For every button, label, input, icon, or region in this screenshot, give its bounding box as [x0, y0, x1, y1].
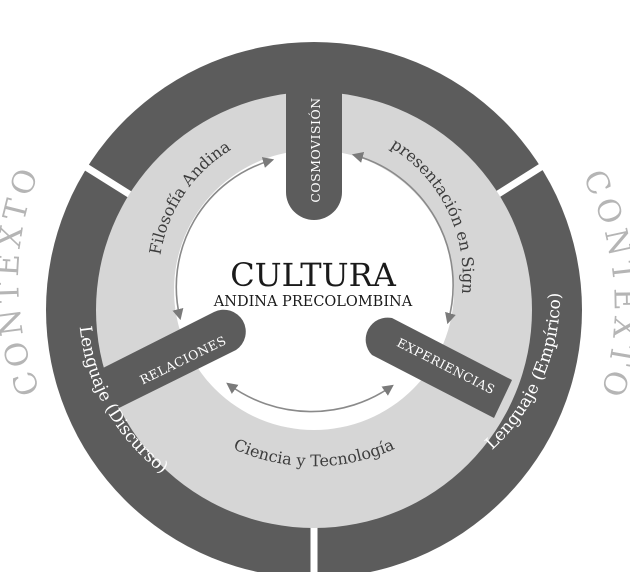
arm-top [286, 44, 342, 220]
context-label-right: CONTEXTO [575, 164, 630, 405]
arrow-upper-left [172, 157, 275, 321]
arm-left [95, 309, 246, 410]
arm-label-top: COSMOVISIÓN [307, 97, 323, 202]
center-title: CULTURA [230, 256, 397, 294]
arrow-upper-right [351, 151, 456, 325]
arm-right [365, 317, 512, 418]
arrow-bottom [226, 382, 394, 413]
center-subtitle: ANDINA PRECOLOMBINA [213, 294, 413, 310]
context-label-left: CONTEXTO [0, 159, 48, 400]
